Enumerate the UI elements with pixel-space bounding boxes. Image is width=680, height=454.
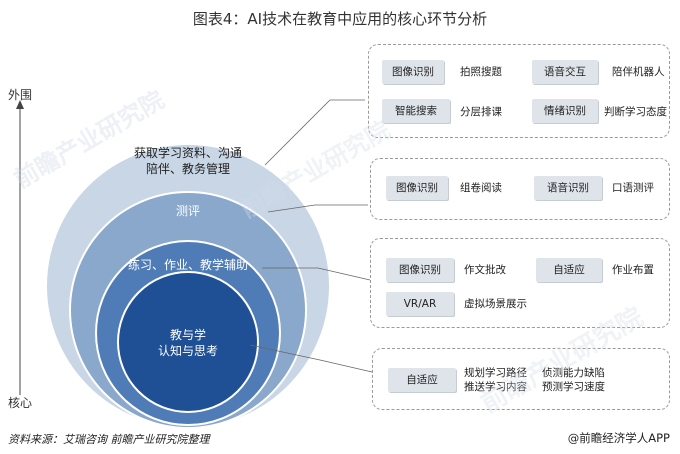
tag-emotion-recognition: 情绪识别	[532, 99, 598, 123]
figure-title: 图表4：AI技术在教育中应用的核心环节分析	[192, 10, 488, 28]
leader-line-practice	[262, 267, 371, 281]
ring-label-practice: 练习、作业、教学辅助	[127, 258, 248, 272]
axis-label-outer: 外围	[8, 88, 33, 102]
desc-learning-path: 规划学习路径 推送学习内容	[464, 366, 527, 394]
axis-label-core: 核心	[8, 396, 33, 410]
leader-line-assessment	[267, 204, 368, 213]
desc-homework-assignment: 作业布置	[612, 264, 654, 276]
panel-assessment	[370, 158, 670, 220]
panel-practice	[370, 238, 670, 328]
tag-image-recognition: 图像识别	[382, 60, 444, 84]
ring-label-outer-text: 获取学习资料、沟通 陪伴、教务管理	[133, 146, 242, 176]
ring-label-core: 教与学 认知与思考	[138, 327, 238, 359]
desc-ability-gaps: 侦测能力缺陷 预测学习速度	[542, 366, 605, 394]
ring-label-outer: 获取学习资料、沟通 陪伴、教务管理	[118, 145, 258, 177]
desc-paper-reading: 组卷阅读	[460, 182, 502, 194]
ring-label-core-text: 教与学 认知与思考	[157, 328, 218, 358]
desc-learning-path-text: 规划学习路径 推送学习内容	[464, 367, 527, 393]
desc-oral-assessment: 口语测评	[612, 182, 654, 194]
panel-outer-ring	[368, 44, 670, 138]
leader-line-core	[249, 344, 373, 373]
tag-speech-recognition: 语音识别	[534, 176, 602, 200]
desc-essay-grading: 作文批改	[464, 264, 506, 276]
source-note: 资料来源：艾瑞咨询 前瞻产业研究院整理	[8, 433, 210, 446]
ring-label-assessment: 测评	[175, 204, 200, 218]
desc-companion-robot: 陪伴机器人	[612, 66, 665, 78]
desc-ability-gaps-text: 侦测能力缺陷 预测学习速度	[542, 367, 605, 393]
brand-credit: @前瞻经济学人APP	[567, 431, 670, 445]
desc-virtual-scene: 虚拟场景展示	[464, 298, 527, 310]
tag-vr-ar: VR/AR	[386, 292, 454, 316]
tag-image-recognition-2: 图像识别	[386, 176, 448, 200]
tag-image-recognition-3: 图像识别	[386, 258, 454, 282]
tag-adaptive-2: 自适应	[388, 368, 456, 392]
axis-arrow-head	[16, 100, 24, 109]
panel-core	[372, 348, 670, 410]
ring-core	[117, 271, 259, 413]
desc-photo-search: 拍照搜题	[460, 66, 502, 78]
tag-adaptive: 自适应	[536, 258, 602, 282]
desc-tiered-scheduling: 分层排课	[460, 106, 502, 118]
desc-learning-attitude: 判断学习态度	[604, 106, 667, 118]
leader-line-outer	[264, 99, 365, 166]
tag-smart-search: 智能搜索	[382, 99, 450, 123]
tag-voice-interaction: 语音交互	[532, 60, 598, 84]
